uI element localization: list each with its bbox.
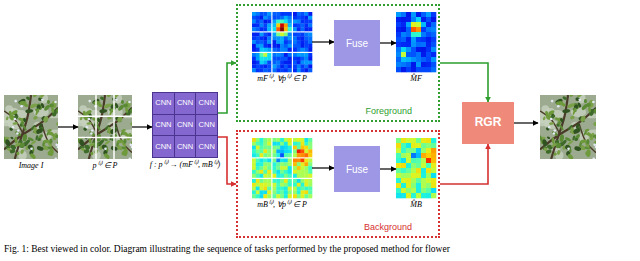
math-label: mF⁽ⁱ⁾, ∀p⁽ⁱ⁾ ∈ P: [257, 75, 307, 84]
math-label: f : p⁽ⁱ⁾ → (mF⁽ⁱ⁾, mB⁽ⁱ⁾): [150, 161, 221, 170]
rgr-box: RGR: [462, 102, 514, 144]
figure-caption: Fig. 1: Best viewed in color. Diagram il…: [4, 244, 636, 255]
cnn-cell: CNN: [196, 136, 217, 157]
flow-arrow: [58, 126, 78, 127]
cnn-label: CNN: [199, 143, 215, 151]
block-label: RGR: [475, 116, 502, 129]
output-photo: [540, 95, 596, 159]
fuse-box: Fuse: [334, 20, 380, 66]
foreground-fused-heatmap: [396, 12, 436, 72]
cnn-label: CNN: [199, 99, 215, 107]
cnn-cell: CNN: [175, 115, 196, 136]
cnn-label: CNN: [155, 99, 171, 107]
flow-arrow: [380, 42, 396, 43]
image-box: Image I: [4, 95, 58, 159]
group-box: BackgroundmB⁽ⁱ⁾, ∀p⁽ⁱ⁾ ∈ PFuseM̂B: [236, 130, 440, 238]
image-box: p⁽ⁱ⁾ ∈ P: [78, 95, 132, 159]
cnn-cell: CNN: [175, 93, 196, 114]
cnn-cell: CNN: [175, 136, 196, 157]
output-arrow: [514, 122, 538, 123]
heatmap-box: mB⁽ⁱ⁾, ∀p⁽ⁱ⁾ ∈ P: [252, 138, 312, 198]
math-label: mB⁽ⁱ⁾, ∀p⁽ⁱ⁾ ∈ P: [257, 201, 307, 210]
background-patch-heatmaps: [252, 138, 312, 198]
cnn-cell: CNN: [196, 115, 217, 136]
heatmap-box: M̂B: [396, 138, 436, 198]
patch-grid-lines: [78, 95, 132, 159]
group-label: Background: [364, 223, 412, 233]
cnn-cell: CNN: [196, 93, 217, 114]
cnn-label: CNN: [155, 143, 171, 151]
background-fused-heatmap: [396, 138, 436, 198]
cnn-cell: CNN: [153, 115, 174, 136]
cnn-label: CNN: [199, 121, 215, 129]
flow-arrow: [132, 126, 152, 127]
heatmap-box: M̂F: [396, 12, 436, 72]
cnn-cell: CNN: [153, 136, 174, 157]
heatmap-box: mF⁽ⁱ⁾, ∀p⁽ⁱ⁾ ∈ P: [252, 12, 312, 72]
math-label: p⁽ⁱ⁾ ∈ P: [93, 162, 118, 171]
block-label: Fuse: [346, 38, 368, 49]
math-label: M̂B: [410, 201, 422, 210]
flow-arrow: [218, 63, 236, 113]
group-label: Foreground: [365, 107, 412, 117]
fuse-box: Fuse: [334, 146, 380, 192]
cnn-label: CNN: [155, 121, 171, 129]
input-photo: [4, 95, 58, 159]
foreground-patch-heatmaps: [252, 12, 312, 72]
cnn-cell: CNN: [153, 93, 174, 114]
flow-arrow: [218, 137, 236, 184]
patch-photo: [78, 95, 132, 159]
flow-arrow: [440, 144, 488, 184]
flow-arrow: [380, 168, 396, 169]
cnn-label: CNN: [177, 121, 193, 129]
cnn-label: CNN: [177, 143, 193, 151]
flow-arrow: [440, 63, 488, 102]
cnn-label: CNN: [177, 99, 193, 107]
math-label: Image I: [19, 162, 44, 171]
group-box: ForegroundmF⁽ⁱ⁾, ∀p⁽ⁱ⁾ ∈ PFuseM̂F: [236, 4, 440, 122]
flow-arrow: [312, 167, 334, 168]
flow-arrow: [312, 41, 334, 42]
cnn-grid: f : p⁽ⁱ⁾ → (mF⁽ⁱ⁾, mB⁽ⁱ⁾)CNNCNNCNNCNNCNN…: [152, 92, 218, 158]
math-label: M̂F: [410, 75, 422, 84]
block-label: Fuse: [346, 164, 368, 175]
